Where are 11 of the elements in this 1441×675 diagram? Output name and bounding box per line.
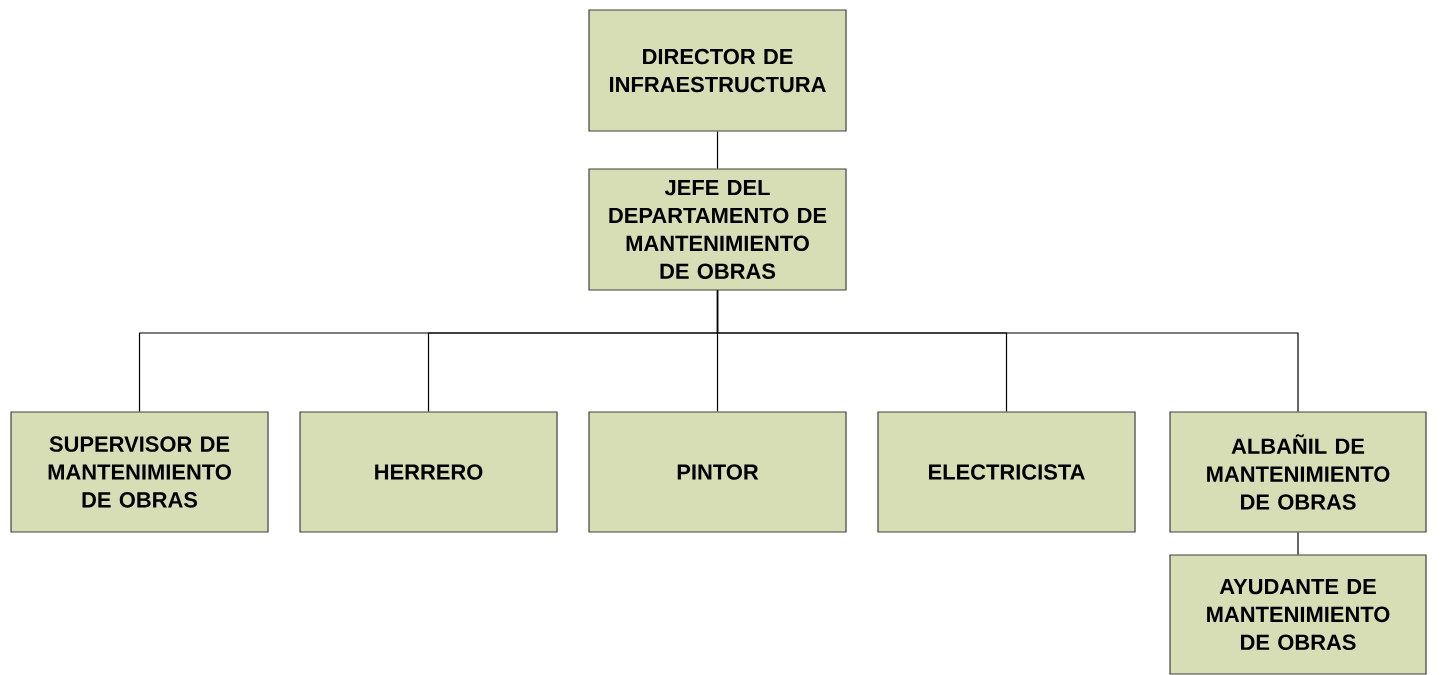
position-box: ALBAÑIL DE MANTENIMIENTO DE OBRAS [1169,411,1427,533]
connector-line [716,290,1299,412]
position-box: SUPERVISOR DE MANTENIMIENTO DE OBRAS [10,411,269,533]
position-box: AYUDANTE DE MANTENIMIENTO DE OBRAS [1169,554,1427,675]
position-box: HERRERO [299,411,558,533]
connector-line [716,131,719,169]
position-box: PINTOR [588,411,847,533]
position-box: ELECTRICISTA [877,411,1136,533]
position-box: DIRECTOR DE INFRAESTRUCTURA [588,9,847,132]
position-box: JEFE DEL DEPARTAMENTO DE MANTENIMIENTO DE OBRAS [588,168,847,291]
connector-line [1297,532,1299,555]
